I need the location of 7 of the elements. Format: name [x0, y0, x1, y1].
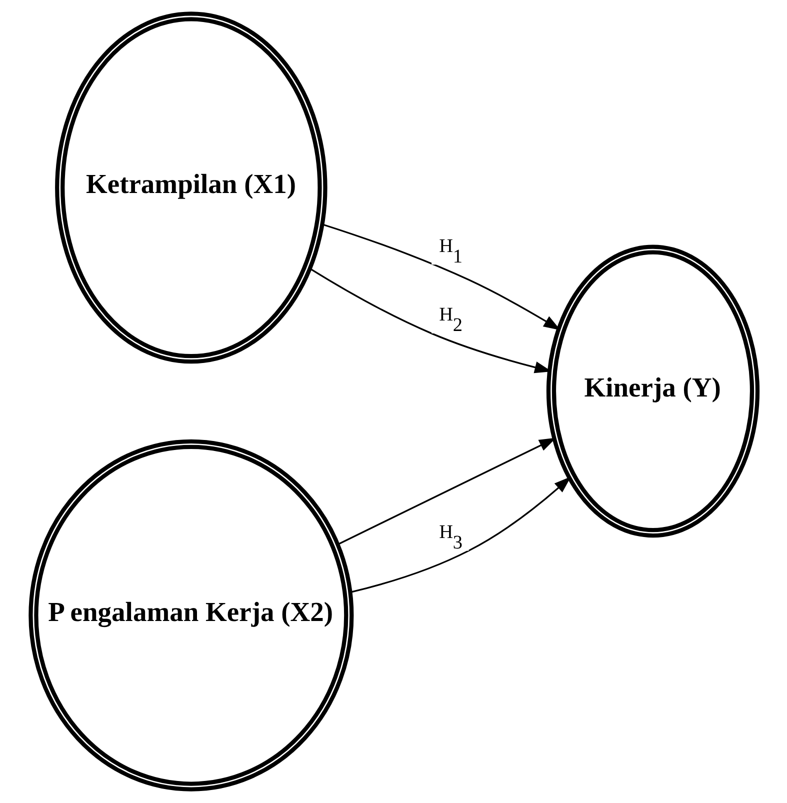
arrow — [350, 476, 571, 594]
node-ellipse: Ketrampilan (X1) — [54, 12, 327, 364]
arrow — [338, 438, 556, 545]
arrow — [308, 268, 552, 374]
node-circle: P engalaman Kerja (X2) — [28, 439, 354, 792]
node-ellipse: Kinerja (Y) — [546, 244, 760, 538]
arrow — [322, 224, 560, 330]
